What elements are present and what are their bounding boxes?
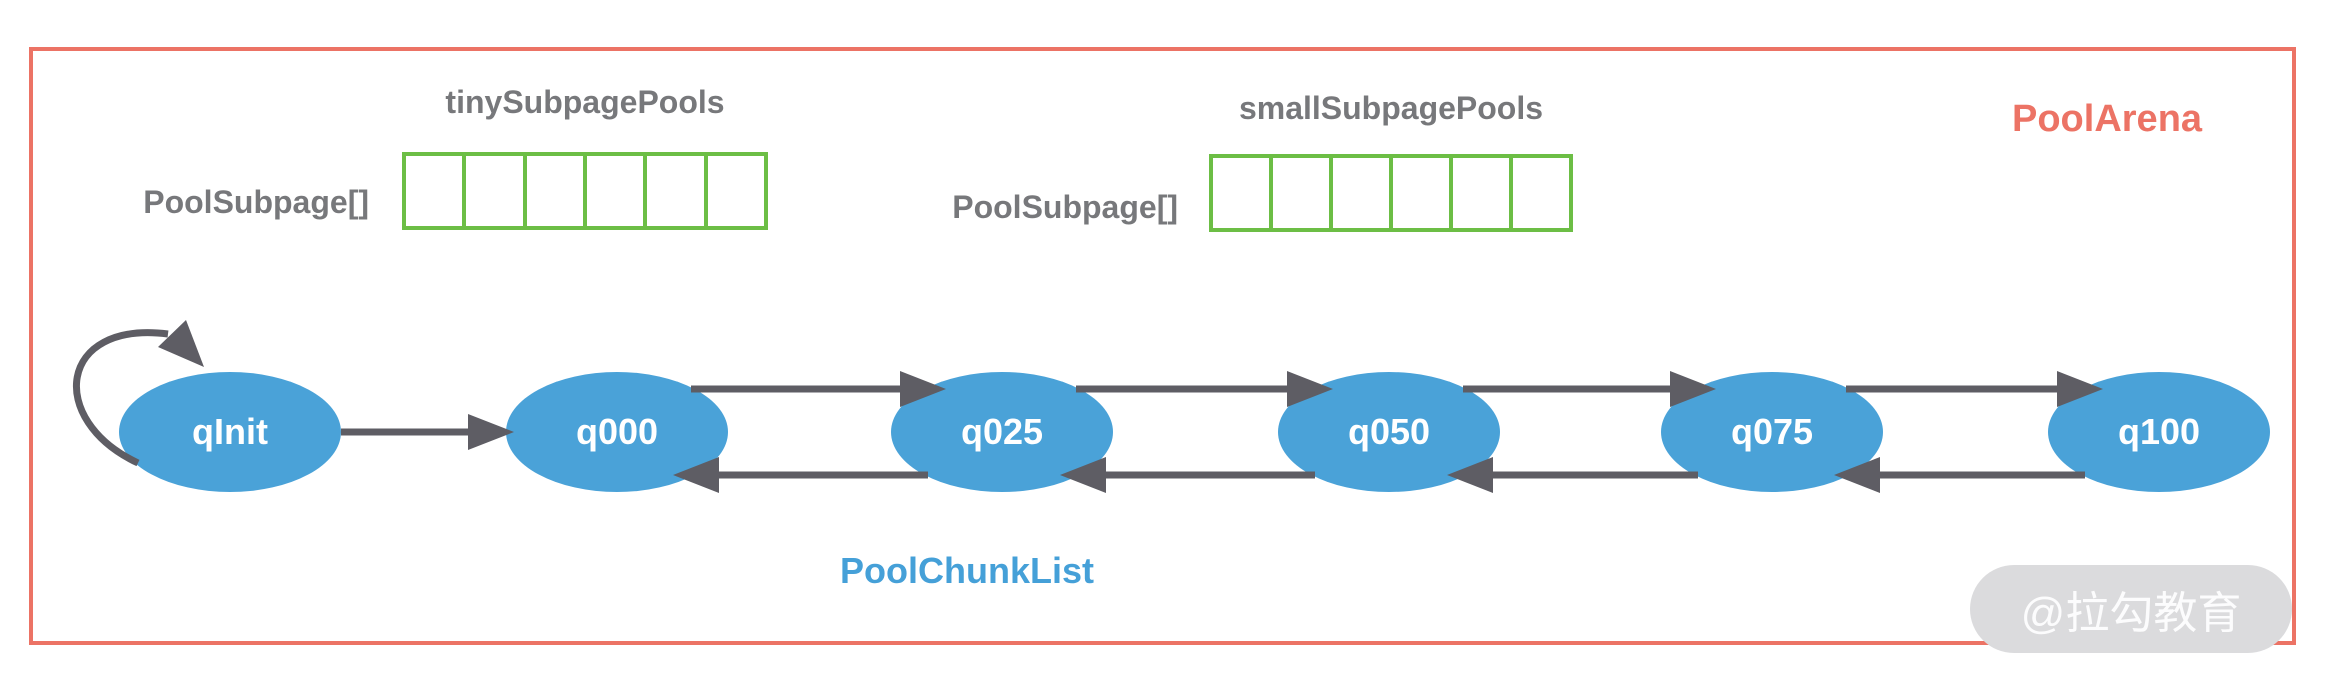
- tiny-subpage-pools-title: tinySubpagePools: [445, 84, 725, 120]
- chunk-list-label: PoolChunkList: [840, 550, 1094, 591]
- subpage-cell: [462, 156, 522, 226]
- subpage-cell: [1449, 158, 1509, 228]
- chunk-node-q075: q075: [1661, 372, 1883, 492]
- subpage-cell: [1269, 158, 1329, 228]
- tiny-subpage-pools-grid: [402, 152, 768, 230]
- subpage-cell: [582, 156, 643, 226]
- subpage-cell: [522, 156, 583, 226]
- subpage-cell: [1509, 158, 1569, 228]
- chunk-node-qinit: qInit: [119, 372, 341, 492]
- arena-border-box: [29, 47, 2296, 645]
- subpage-cell: [1213, 158, 1269, 228]
- watermark-badge: @拉勾教育: [1970, 565, 2292, 653]
- chunk-node-q100: q100: [2048, 372, 2270, 492]
- chunk-node-q025: q025: [891, 372, 1113, 492]
- pool-subpage-array-label-tiny: PoolSubpage[]: [143, 184, 369, 220]
- small-subpage-pools-grid: [1209, 154, 1573, 232]
- subpage-cell: [703, 156, 764, 226]
- chunk-node-q000: q000: [506, 372, 728, 492]
- watermark-text: @拉勾教育: [2020, 589, 2242, 638]
- subpage-cell: [1329, 158, 1389, 228]
- subpage-cell: [643, 156, 703, 226]
- small-subpage-pools-title: smallSubpagePools: [1238, 90, 1544, 126]
- arena-title: PoolArena: [2012, 98, 2203, 140]
- chunk-node-q050: q050: [1278, 372, 1500, 492]
- subpage-cell: [406, 156, 462, 226]
- subpage-cell: [1389, 158, 1449, 228]
- pool-subpage-array-label-small: PoolSubpage[]: [952, 189, 1178, 225]
